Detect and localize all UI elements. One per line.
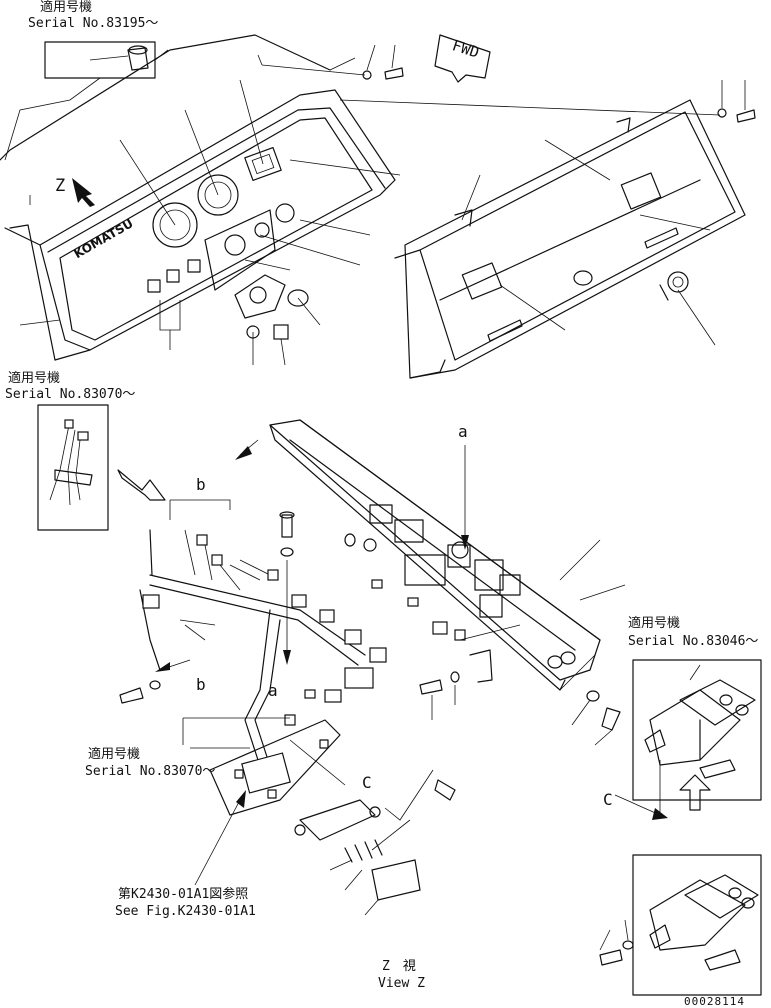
cover-panel [339, 80, 756, 379]
serial-note-right-serial: Serial No.83046～ [628, 634, 759, 649]
detail-box-83046 [632, 659, 762, 811]
serial-note-mid-left-serial: Serial No.83070～ [5, 387, 136, 402]
instrument-panel-assembly [0, 34, 404, 366]
serial-note-top-left-applicable: 適用号機 [40, 0, 93, 15]
serial-note-lower-applicable: 適用号機 [88, 747, 141, 762]
detail-box-view-z [599, 854, 762, 996]
callout-b-lower: b [196, 675, 206, 694]
serial-note-lower-serial: Serial No.83070～ [85, 764, 216, 779]
callout-a-upper: a [458, 422, 468, 441]
drawing-number: 00028114 [684, 995, 745, 1008]
fwd-arrow-tag [434, 34, 491, 83]
c-leader [614, 794, 661, 816]
serial-note-mid-left-applicable: 適用号機 [8, 371, 61, 386]
detail-box-83070-upper [37, 404, 166, 531]
reference-en: See Fig.K2430-01A1 [115, 904, 256, 919]
panel-leader [559, 654, 596, 691]
relay-bracket [182, 717, 456, 916]
callout-b-upper: b [196, 475, 206, 494]
serial-note-top-left-serial: Serial No.83195～ [28, 16, 159, 31]
reference-jp: 第K2430-01A1図参照 [118, 887, 249, 902]
view-caption-en: View Z [378, 976, 425, 991]
callout-c-right: C [603, 790, 613, 809]
callout-a-lower: a [268, 681, 278, 700]
callout-c-left: C [362, 773, 372, 792]
panel-back-assembly [119, 419, 626, 761]
view-letter-z: Z [55, 176, 66, 196]
view-caption-jp: Z 視 [382, 959, 416, 974]
serial-note-right-applicable: 適用号機 [628, 616, 681, 631]
